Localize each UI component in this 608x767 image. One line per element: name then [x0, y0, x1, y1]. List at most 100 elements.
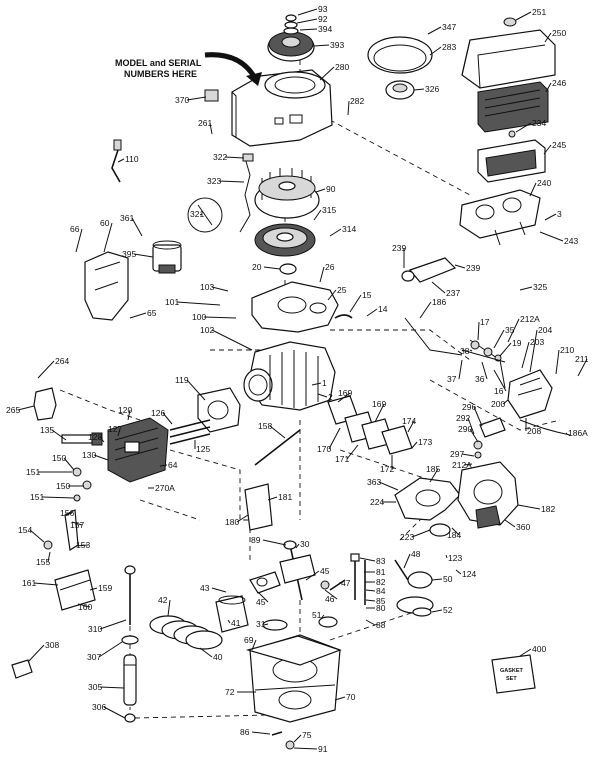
leader-line — [529, 182, 537, 197]
part-number-label: 19 — [512, 338, 522, 348]
part-number-label: 308 — [45, 640, 59, 650]
part-number-label: 45 — [320, 566, 330, 576]
part-number-label: 174 — [402, 416, 416, 426]
throttle-rod — [404, 317, 463, 356]
leader-line — [117, 428, 121, 437]
leader-line — [319, 66, 335, 81]
muffler-guard-ring — [367, 36, 433, 100]
leader-line — [577, 358, 588, 377]
leader-line — [319, 266, 325, 283]
leader-line — [305, 570, 320, 581]
part-number-label: 64 — [168, 460, 178, 470]
leader-line — [297, 8, 318, 16]
part-number-label: 103 — [200, 282, 214, 292]
head-gasket — [197, 387, 241, 433]
leader-line — [539, 231, 564, 242]
leader-line — [293, 734, 302, 743]
valves — [350, 553, 366, 605]
leader-line — [411, 529, 431, 538]
leader-line — [365, 599, 376, 602]
part-number-label: 89 — [251, 535, 261, 545]
part-number-label: 306 — [92, 702, 106, 712]
crankshaft — [279, 540, 316, 601]
part-number-label: 297 — [450, 449, 464, 459]
part-number-label: 251 — [532, 7, 546, 17]
leader-line — [262, 539, 287, 546]
part-number-label: 160 — [78, 602, 92, 612]
leader-line — [565, 432, 568, 435]
leader-line — [407, 420, 415, 433]
leader-line — [315, 188, 326, 193]
leader-line — [89, 587, 98, 591]
part-number-label: 245 — [552, 140, 566, 150]
leader-line — [366, 308, 378, 317]
flywheel-key — [279, 263, 297, 275]
part-number-label: 347 — [442, 22, 456, 32]
leader-line — [346, 444, 359, 460]
part-number-label: 394 — [318, 24, 332, 34]
part-number-label: 395 — [122, 249, 136, 259]
part-number-label: 14 — [378, 304, 388, 314]
leader-line — [186, 96, 207, 101]
part-number-label: 110 — [125, 154, 139, 164]
leader-line — [431, 281, 446, 294]
leader-line — [555, 349, 560, 375]
part-number-label: 239 — [392, 243, 406, 253]
flywheel-fan — [254, 168, 320, 219]
part-number-label: 93 — [318, 4, 328, 14]
leader-line — [411, 441, 418, 449]
leader-line — [251, 731, 271, 735]
part-number-label: 50 — [443, 574, 453, 584]
leader-line — [211, 329, 253, 351]
part-number-label: 169 — [372, 399, 386, 409]
part-number-label: 48 — [411, 549, 421, 559]
leader-line — [515, 122, 532, 133]
leader-line — [99, 436, 105, 443]
part-number-label: 26 — [325, 262, 335, 272]
part-number-label: 80 — [376, 603, 386, 613]
part-number-label: 30 — [300, 539, 310, 549]
leader-line — [167, 599, 171, 617]
leader-line — [545, 82, 552, 93]
part-number-label: 186A — [568, 428, 588, 438]
callout-line-2: NUMBERS HERE — [124, 69, 197, 79]
drain-bolt — [271, 731, 283, 736]
leader-line — [103, 706, 126, 719]
part-number-label: 204 — [538, 325, 552, 335]
drain-plug — [285, 740, 295, 750]
leader-line — [419, 301, 432, 319]
part-number-label: 52 — [443, 605, 453, 615]
cam-washer — [412, 607, 432, 617]
part-number-label: 123 — [448, 553, 462, 563]
part-number-label: 182 — [541, 504, 555, 514]
leader-line — [481, 361, 488, 380]
valve-lifters — [320, 579, 346, 591]
part-number-label: 17 — [480, 317, 490, 327]
leader-line — [29, 529, 45, 543]
stop-switch-wire — [111, 139, 122, 183]
dipstick — [124, 565, 136, 625]
part-number-label: 125 — [196, 444, 210, 454]
air-filter-element — [477, 81, 549, 133]
breather-tube — [334, 314, 353, 319]
leader-line — [493, 329, 505, 349]
gasket-set-line-2: SET — [506, 676, 517, 682]
part-number-label: 150 — [56, 481, 70, 491]
part-number-label: 270A — [155, 483, 175, 493]
leader-line — [477, 321, 480, 341]
part-number-label: 234 — [532, 118, 546, 128]
gasket-set-box: GASKET SET — [491, 654, 536, 694]
part-number-label: 280 — [335, 62, 349, 72]
part-number-label: 310 — [88, 624, 102, 634]
head-bolts — [169, 419, 211, 445]
part-number-label: 43 — [200, 583, 210, 593]
part-number-label: 100 — [192, 312, 206, 322]
part-number-label: 130 — [82, 450, 96, 460]
part-number-label: 211 — [575, 354, 589, 364]
leader-line — [451, 527, 460, 536]
leader-line — [299, 28, 318, 31]
camshaft — [394, 559, 433, 589]
part-number-label: 75 — [302, 730, 312, 740]
leader-line — [129, 312, 147, 319]
leader-line — [295, 543, 300, 549]
